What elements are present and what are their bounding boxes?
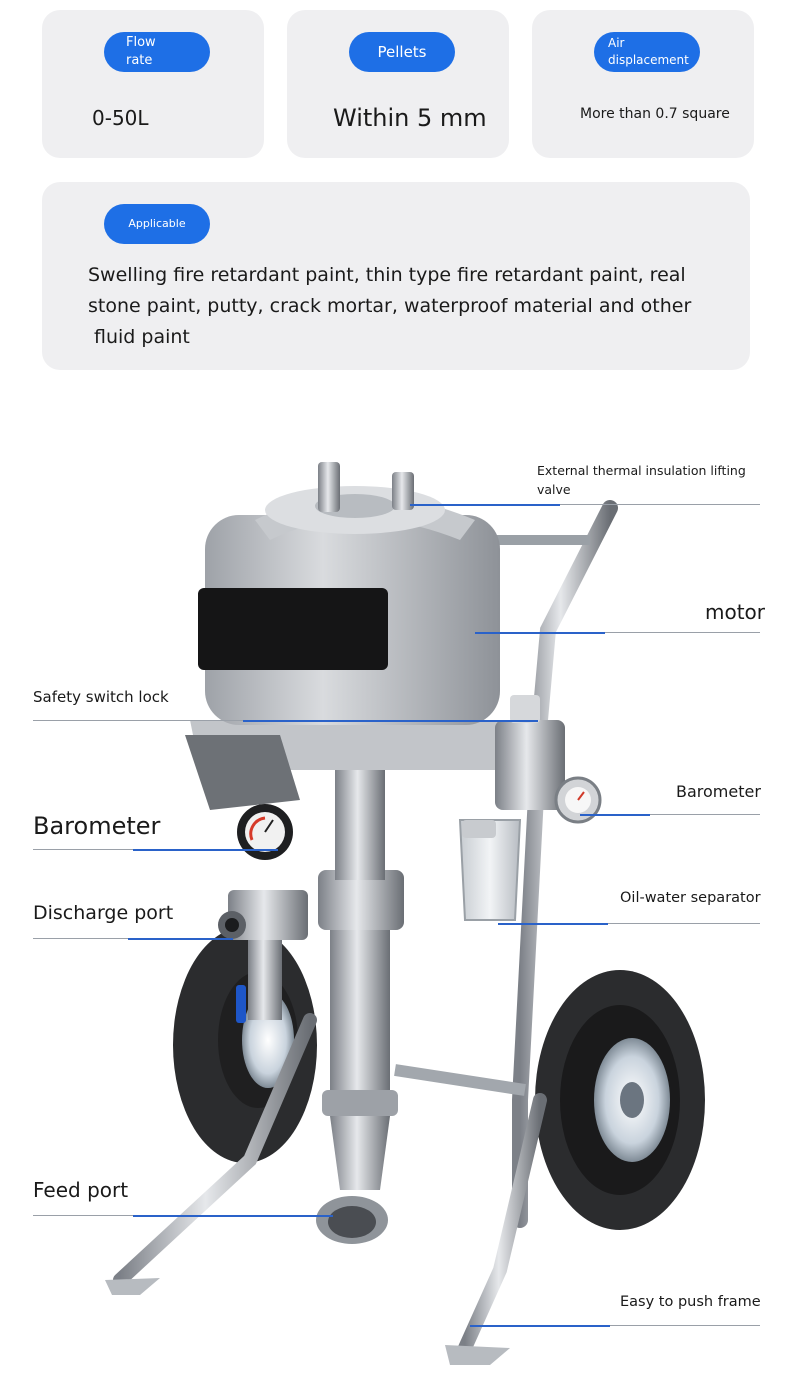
flow-rate-value: 0-50L xyxy=(92,106,149,130)
paint-sprayer-illustration xyxy=(105,462,705,1365)
discharge-port-label: Discharge port xyxy=(33,902,174,924)
pellets-badge: Pellets xyxy=(349,32,455,72)
lifting-valve-label: External thermal insulation lifting valv… xyxy=(537,463,746,497)
air-displacement-value: More than 0.7 square xyxy=(580,106,730,122)
flow-rate-card: Flow rate 0-50L xyxy=(42,10,264,158)
oil-water-separator-label: Oil-water separator xyxy=(620,890,761,906)
applicable-badge: Applicable xyxy=(104,204,210,244)
applicable-line-1: Swelling fire retardant paint, thin type… xyxy=(88,264,686,286)
air-displacement-badge: Air displacement xyxy=(594,32,700,72)
push-frame-label: Easy to push frame xyxy=(620,1294,761,1310)
barometer-left-label: Barometer xyxy=(33,812,161,840)
feed-port-label: Feed port xyxy=(33,1178,129,1202)
pellets-value: Within 5 mm xyxy=(333,104,487,132)
air-displacement-card: Air displacement More than 0.7 square xyxy=(532,10,754,158)
barometer-right-label: Barometer xyxy=(676,782,761,801)
flow-rate-badge: Flow rate xyxy=(104,32,210,72)
applicable-line-2: stone paint, putty, crack mortar, waterp… xyxy=(88,295,692,317)
safety-switch-lock-label: Safety switch lock xyxy=(33,688,169,706)
pellets-card: Pellets Within 5 mm xyxy=(287,10,509,158)
applicable-card: Applicable Swelling fire retardant paint… xyxy=(42,182,750,370)
applicable-line-3: fluid paint xyxy=(94,326,190,348)
motor-label: motor xyxy=(705,600,766,624)
